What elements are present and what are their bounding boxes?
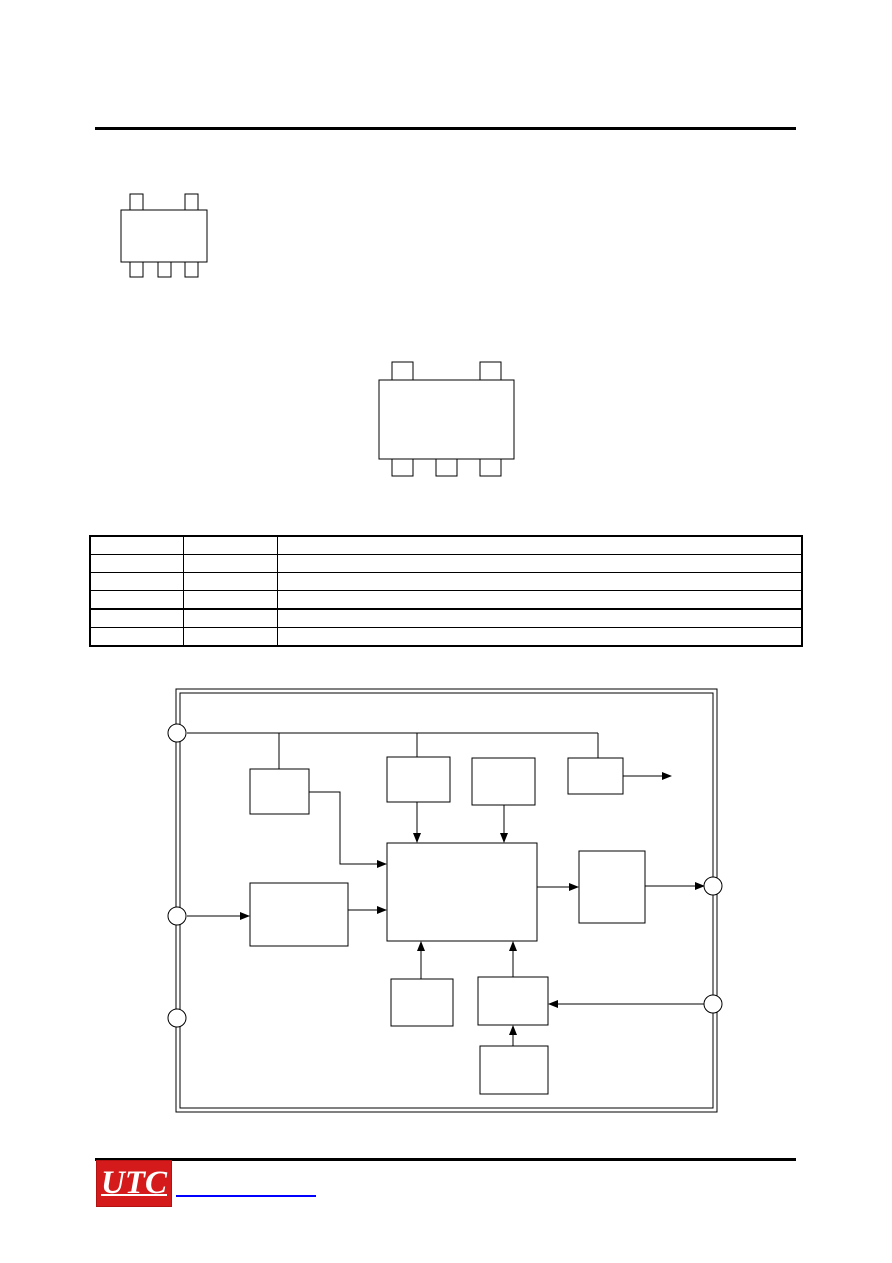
pin-bottom-1: [129, 261, 144, 278]
utc-logo: UTC: [96, 1160, 172, 1207]
table-cell: [276, 590, 803, 610]
logo-text: UTC: [101, 1165, 167, 1201]
terminal-left-top: [167, 723, 187, 743]
table-cell: [89, 590, 184, 610]
pin-top-2: [479, 361, 502, 381]
diagram-inner-frame: [179, 692, 714, 1109]
table-cell: [276, 608, 803, 628]
table-cell: [89, 572, 184, 591]
table-cell: [89, 627, 184, 647]
package-body: [378, 379, 515, 460]
block-h: [479, 1045, 549, 1095]
table-cell: [182, 590, 278, 610]
pin-bottom-1: [391, 458, 414, 477]
diagram-outer-frame: [175, 688, 718, 1113]
table-cell: [182, 608, 278, 628]
pin-bottom-3: [184, 261, 199, 278]
small-package-outline: [120, 193, 208, 278]
website-link[interactable]: [176, 1195, 316, 1197]
pin-bottom-3: [479, 458, 502, 477]
pin-bottom-2: [157, 261, 172, 278]
table-cell: [276, 554, 803, 573]
terminal-right-top: [703, 876, 723, 896]
table-cell: [89, 608, 184, 628]
large-package-outline: [378, 361, 515, 477]
table-row: [89, 554, 803, 573]
table-cell: [276, 535, 803, 555]
pin-top-1: [391, 361, 414, 381]
table-cell: [182, 554, 278, 573]
terminal-left-middle: [167, 906, 187, 926]
block-f: [390, 978, 454, 1027]
block-a: [249, 768, 310, 815]
control-block: [386, 842, 538, 942]
table-cell: [89, 554, 184, 573]
table-cell: [89, 535, 184, 555]
table-row: [89, 590, 803, 610]
pin-top-2: [184, 193, 199, 211]
table-cell: [182, 572, 278, 591]
terminal-right-bottom: [703, 994, 723, 1014]
block-d: [567, 757, 624, 795]
block-g: [477, 976, 549, 1026]
table-cell: [182, 627, 278, 647]
table-row: [89, 627, 803, 647]
pin-description-table: [89, 535, 803, 647]
pin-top-1: [129, 193, 144, 211]
table-row: [89, 608, 803, 628]
table-cell: [276, 627, 803, 647]
block-e: [249, 882, 349, 947]
footer-rule: [95, 1158, 796, 1161]
table-cell: [182, 535, 278, 555]
table-row: [89, 535, 803, 555]
header-rule: [95, 127, 796, 130]
output-block: [578, 850, 646, 924]
terminal-left-bottom: [167, 1008, 187, 1028]
table-row: [89, 572, 803, 591]
pin-bottom-2: [435, 458, 458, 477]
table-cell: [276, 572, 803, 591]
package-body: [120, 209, 208, 263]
block-b: [386, 756, 451, 803]
block-c: [471, 757, 536, 806]
